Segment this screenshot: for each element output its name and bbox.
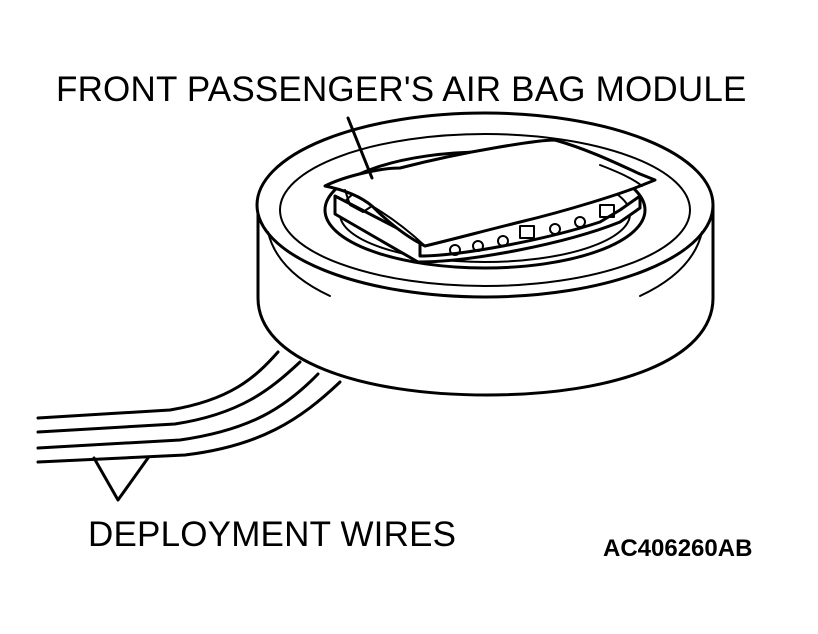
deployment-wires <box>36 350 342 464</box>
module-label: FRONT PASSENGER'S AIR BAG MODULE <box>56 70 747 109</box>
module-connectors <box>449 204 615 256</box>
airbag-module <box>323 138 657 264</box>
figure-code-label: AC406260AB <box>603 535 753 562</box>
leader-lines <box>92 116 374 502</box>
wires-label: DEPLOYMENT WIRES <box>88 515 457 554</box>
